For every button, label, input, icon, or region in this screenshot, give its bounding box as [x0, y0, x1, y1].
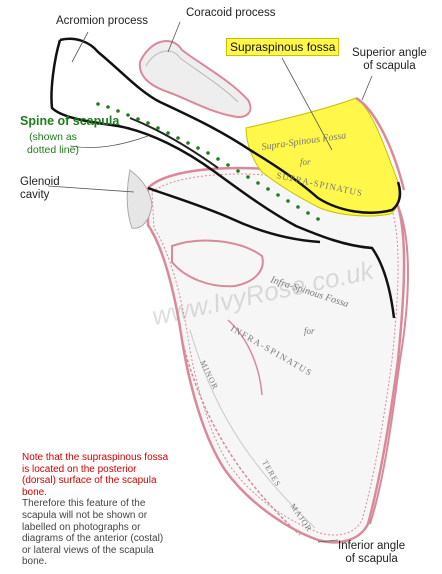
- supra-fossa-text-2: for: [300, 157, 311, 167]
- note-red: Note that the supraspinous fossa is loca…: [22, 452, 169, 498]
- acromion-spine-outline: [59, 37, 402, 214]
- label-acromion-process: Acromion process: [56, 15, 149, 27]
- leader-superior-angle: [361, 75, 373, 101]
- note-grey: Therefore this feature of the scapula wi…: [22, 498, 164, 568]
- label-spine-of-scapula: Spine of scapula: [20, 114, 120, 128]
- coracoid-process: [138, 40, 252, 118]
- leader-fossa: [281, 57, 333, 151]
- leader-spine: [69, 135, 149, 148]
- leader-inferior-angle: [317, 539, 339, 543]
- leader-coracoid: [167, 21, 181, 53]
- infra-fossa-text-2: for: [304, 326, 315, 336]
- label-superior-angle: Superior angle of scapula: [352, 47, 427, 72]
- note-text: Note that the supraspinous fossa is loca…: [22, 452, 172, 568]
- label-coracoid-process: Coracoid process: [186, 7, 276, 19]
- spine-dotted-line: [96, 102, 320, 221]
- leader-acromion: [71, 31, 89, 63]
- leader-glenoid: [47, 185, 135, 193]
- label-inferior-angle: Inferior angle of scapula: [338, 540, 406, 565]
- label-spine-subtitle: (shown as dotted line): [27, 131, 79, 156]
- label-supraspinous-fossa: Supraspinous fossa: [226, 38, 340, 56]
- label-glenoid-cavity: Glenoid cavity: [20, 176, 60, 201]
- glenoid-cavity-shape: [126, 169, 153, 229]
- supraspinous-fossa-area: [245, 97, 400, 217]
